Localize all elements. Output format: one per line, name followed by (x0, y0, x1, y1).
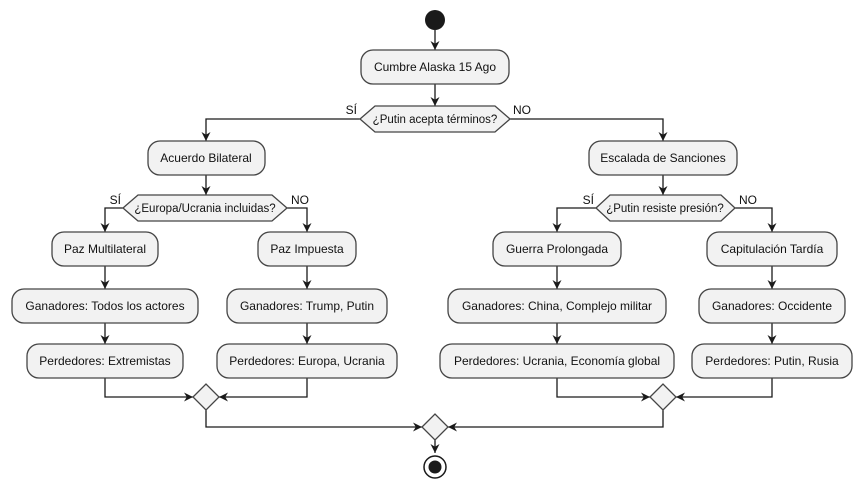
activity-ganadores-trump-putin-label: Ganadores: Trump, Putin (240, 299, 374, 313)
edge-merge-right-to-merge-center (448, 410, 664, 432)
decision2-no-label: NO (291, 193, 309, 207)
end-node (423, 455, 447, 479)
activity-ganadores-occidente: Ganadores: Occidente (698, 288, 846, 324)
activity-capitulacion-tardia-label: Capitulación Tardía (721, 242, 824, 256)
merge-diamond-center (421, 413, 449, 441)
merge-diamond-right (649, 383, 677, 411)
edge-economia-to-merge-right (556, 378, 650, 402)
activity-paz-impuesta: Paz Impuesta (257, 231, 357, 267)
decision-putin-resiste-label: ¿Putin resiste presión? (606, 203, 724, 215)
activity-perdedores-extremistas-label: Perdedores: Extremistas (39, 354, 170, 368)
activity-ganadores-china-label: Ganadores: China, Complejo militar (462, 299, 652, 313)
decision3-no-label: NO (739, 193, 757, 207)
decision-putin-resiste: ¿Putin resiste presión? (595, 194, 736, 222)
edge-decision1-yes (201, 118, 360, 141)
activity-acuerdo-bilateral: Acuerdo Bilateral (147, 140, 266, 176)
edge-rusia-to-merge-right (676, 378, 773, 402)
decision1-no-label: NO (513, 103, 531, 117)
activity-perdedores-europa-ucrania-label: Perdedores: Europa, Ucrania (229, 354, 385, 368)
activity-paz-multilateral-label: Paz Multilateral (64, 242, 146, 256)
activity-ganadores-trump-putin: Ganadores: Trump, Putin (226, 288, 388, 324)
decision-europa-ucrania-label: ¿Europa/Ucrania incluidas? (134, 203, 275, 215)
decision2-yes-label: SÍ (110, 192, 122, 207)
activity-capitulacion-tardia: Capitulación Tardía (706, 231, 838, 267)
start-node (425, 10, 445, 30)
decision-putin-acepta-label: ¿Putin acepta términos? (373, 114, 498, 126)
activity-escalada-sanciones-label: Escalada de Sanciones (600, 151, 725, 165)
activity-perdedores-ucrania-economia: Perdedores: Ucrania, Economía global (439, 343, 675, 379)
activity-guerra-prolongada-label: Guerra Prolongada (506, 242, 608, 256)
activity-paz-multilateral: Paz Multilateral (51, 231, 159, 267)
edge-decision2-no (287, 207, 312, 232)
activity-cumbre-alaska: Cumbre Alaska 15 Ago (360, 49, 510, 85)
activity-ganadores-china: Ganadores: China, Complejo militar (447, 288, 667, 324)
activity-ganadores-occidente-label: Ganadores: Occidente (712, 299, 832, 313)
activity-perdedores-ucrania-economia-label: Perdedores: Ucrania, Economía global (454, 354, 660, 368)
edge-europa-to-merge-left (219, 378, 308, 402)
decision-europa-ucrania: ¿Europa/Ucrania incluidas? (122, 194, 288, 222)
activity-perdedores-putin-rusia: Perdedores: Putin, Rusia (691, 343, 853, 379)
activity-acuerdo-bilateral-label: Acuerdo Bilateral (160, 151, 251, 165)
activity-ganadores-todos-label: Ganadores: Todos los actores (25, 299, 184, 313)
activity-ganadores-todos: Ganadores: Todos los actores (11, 288, 199, 324)
activity-perdedores-putin-rusia-label: Perdedores: Putin, Rusia (705, 354, 839, 368)
edge-merge-left-to-merge-center (205, 410, 422, 432)
activity-escalada-sanciones: Escalada de Sanciones (588, 140, 738, 176)
activity-perdedores-extremistas: Perdedores: Extremistas (26, 343, 184, 379)
activity-paz-impuesta-label: Paz Impuesta (270, 242, 344, 256)
decision-putin-acepta: ¿Putin acepta términos? (359, 105, 511, 133)
decision1-yes-label: SÍ (346, 102, 358, 117)
edge-decision3-yes (552, 207, 596, 232)
merge-diamond-left (192, 383, 220, 411)
edge-extremistas-to-merge-left (104, 378, 193, 402)
activity-cumbre-alaska-label: Cumbre Alaska 15 Ago (374, 60, 496, 74)
decision3-yes-label: SÍ (583, 192, 595, 207)
edge-decision3-no (735, 207, 777, 232)
edge-decision1-no (510, 118, 668, 141)
activity-guerra-prolongada: Guerra Prolongada (492, 231, 622, 267)
edge-decision2-yes (100, 207, 123, 232)
activity-perdedores-europa-ucrania: Perdedores: Europa, Ucrania (216, 343, 398, 379)
